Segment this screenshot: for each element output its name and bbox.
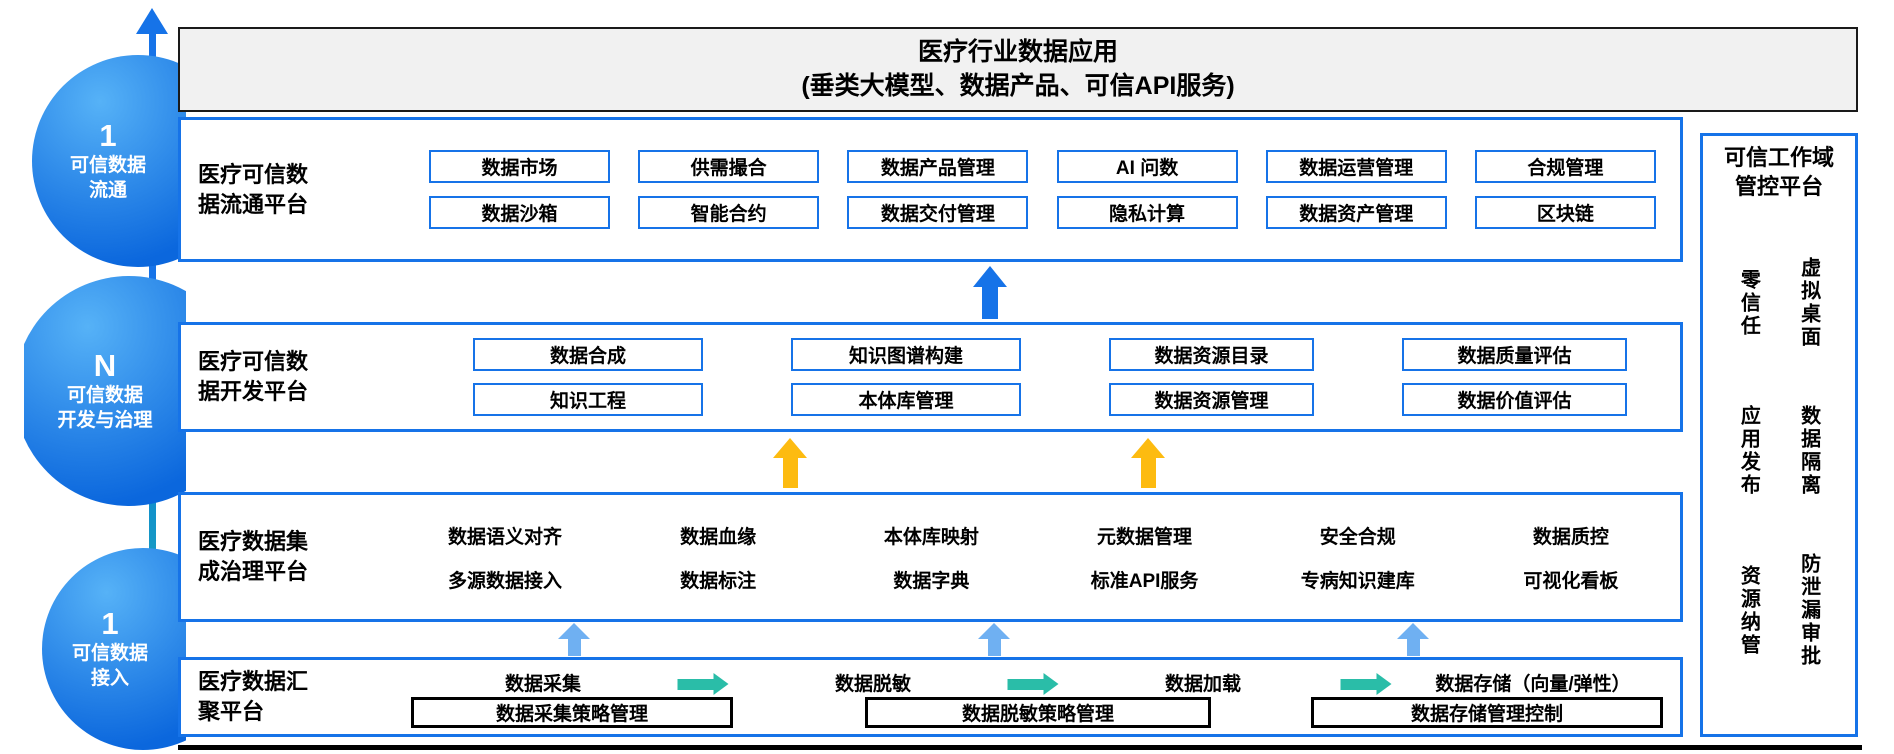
trusted-workspace-title: 可信工作域 管控平台 xyxy=(1723,145,1834,199)
up-arrow-icon xyxy=(773,438,807,488)
capability-box: 数据沙箱 xyxy=(429,196,610,229)
policy-box: 数据存储管理控制 xyxy=(1311,697,1663,728)
policy-box: 数据脱敏策略管理 xyxy=(865,697,1211,728)
workspace-capability: 零信任 xyxy=(1737,268,1760,338)
dev-platform-label: 医疗可信数 据开发平台 xyxy=(198,349,309,404)
capability-box: 数据价值评估 xyxy=(1402,383,1627,416)
stage-badge: N xyxy=(93,348,117,384)
pipeline-step: 数据加载 xyxy=(1164,674,1242,695)
workspace-capability: 应用发布 xyxy=(1737,405,1760,498)
stage-badge: 1 xyxy=(99,118,117,154)
right-arrow-icon xyxy=(677,673,729,695)
capability-box: 合规管理 xyxy=(1474,150,1656,183)
capability-item: 数据质控 xyxy=(1532,526,1609,548)
stage-label-line: 接入 xyxy=(90,667,129,689)
workspace-capability: 数据隔离 xyxy=(1797,405,1820,498)
stage-trusted-data-circulation: 1 可信数据 流通 xyxy=(30,55,186,267)
up-arrow-icon xyxy=(1397,623,1429,656)
capability-item: 专病知识建库 xyxy=(1300,570,1415,592)
right-arrow-icon xyxy=(1007,673,1059,695)
stage-label-line: 流通 xyxy=(88,179,127,201)
capability-item: 数据字典 xyxy=(893,570,970,592)
capability-box: 区块链 xyxy=(1474,196,1656,229)
stage-trusted-data-access: 1 可信数据 接入 xyxy=(34,548,186,750)
capability-box: 知识图谱构建 xyxy=(791,338,1021,371)
capability-item: 标准API服务 xyxy=(1090,570,1199,592)
trusted-workspace-panel: 可信工作域 管控平台 零信任 应用发布 资源纳管 虚拟桌面 数据隔离 防泄漏审批 xyxy=(1700,133,1858,737)
page-title-line2: (垂类大模型、数据产品、可信API服务) xyxy=(801,71,1235,100)
capability-box: 智能合约 xyxy=(638,196,820,229)
stage-label-line: 可信数据 xyxy=(66,385,143,407)
row-governance-platform: 医疗数据集 成治理平台 数据语义对齐 数据血缘 本体库映射 元数据管理 安全合规… xyxy=(178,492,1683,622)
capability-box: 数据资产管理 xyxy=(1265,196,1447,229)
up-arrowhead-icon xyxy=(136,8,168,34)
row-dev-platform: 医疗可信数 据开发平台 数据合成 知识图谱构建 数据资源目录 数据质量评估 知识… xyxy=(178,322,1683,432)
capability-box: 数据质量评估 xyxy=(1402,338,1627,371)
up-arrow-icon xyxy=(1131,438,1165,488)
capability-item: 数据血缘 xyxy=(680,526,757,548)
stage-ball xyxy=(24,276,186,506)
policy-box: 数据采集策略管理 xyxy=(411,697,733,728)
capability-item: 数据语义对齐 xyxy=(447,526,562,548)
ingest-platform-label: 医疗数据汇 聚平台 xyxy=(198,669,309,724)
up-arrow-icon xyxy=(558,623,590,656)
stage-trusted-data-dev-governance: N 可信数据 开发与治理 xyxy=(24,276,186,506)
governance-platform-label: 医疗数据集 成治理平台 xyxy=(198,529,309,584)
capability-item: 本体库映射 xyxy=(883,526,979,548)
stage-label-line: 开发与治理 xyxy=(57,409,153,431)
workspace-capability: 防泄漏审批 xyxy=(1797,553,1820,669)
capability-box: 数据产品管理 xyxy=(847,150,1029,183)
stage-label-line: 可信数据 xyxy=(69,155,146,177)
pipeline-step: 数据采集 xyxy=(504,674,582,695)
capability-item: 可视化看板 xyxy=(1523,570,1619,592)
capability-box: 数据运营管理 xyxy=(1265,150,1447,183)
right-arrow-icon xyxy=(1340,673,1392,695)
capability-item: 元数据管理 xyxy=(1097,526,1193,548)
flow-platform-label: 医疗可信数 据流通平台 xyxy=(198,161,309,217)
capability-box: 数据资源目录 xyxy=(1109,338,1314,371)
capability-item: 安全合规 xyxy=(1319,526,1396,548)
bottom-divider xyxy=(178,745,1862,750)
capability-box: AI 问数 xyxy=(1056,150,1238,183)
up-arrow-icon xyxy=(978,623,1010,656)
capability-box: 数据市场 xyxy=(429,150,610,183)
page-title: 医疗行业数据应用 (垂类大模型、数据产品、可信API服务) xyxy=(178,27,1858,112)
capability-box: 数据交付管理 xyxy=(847,196,1029,229)
capability-box: 本体库管理 xyxy=(791,383,1021,416)
capability-box: 数据合成 xyxy=(473,338,703,371)
row-flow-platform: 医疗可信数 据流通平台 数据市场 供需撮合 数据产品管理 AI 问数 数据运营管… xyxy=(178,117,1683,262)
capability-item: 数据标注 xyxy=(680,570,757,592)
workspace-capability: 虚拟桌面 xyxy=(1797,257,1820,350)
pipeline-step: 数据存储（向量/弹性） xyxy=(1435,674,1631,695)
capability-box: 供需撮合 xyxy=(638,150,820,183)
workspace-capability: 资源纳管 xyxy=(1737,564,1760,657)
page-title-line1: 医疗行业数据应用 xyxy=(917,37,1118,66)
capability-box: 数据资源管理 xyxy=(1109,383,1314,416)
capability-box: 隐私计算 xyxy=(1056,196,1238,229)
pipeline-step: 数据脱敏 xyxy=(834,674,912,695)
capability-item: 多源数据接入 xyxy=(447,570,562,592)
up-arrow-icon xyxy=(973,266,1007,319)
row-ingest-platform: 医疗数据汇 聚平台 数据采集 数据脱敏 数据加载 数据存储（向量/弹性） 数据采… xyxy=(178,657,1683,737)
capability-box: 知识工程 xyxy=(473,383,703,416)
stage-badge: 1 xyxy=(101,606,119,642)
stage-label-line: 可信数据 xyxy=(71,643,148,665)
